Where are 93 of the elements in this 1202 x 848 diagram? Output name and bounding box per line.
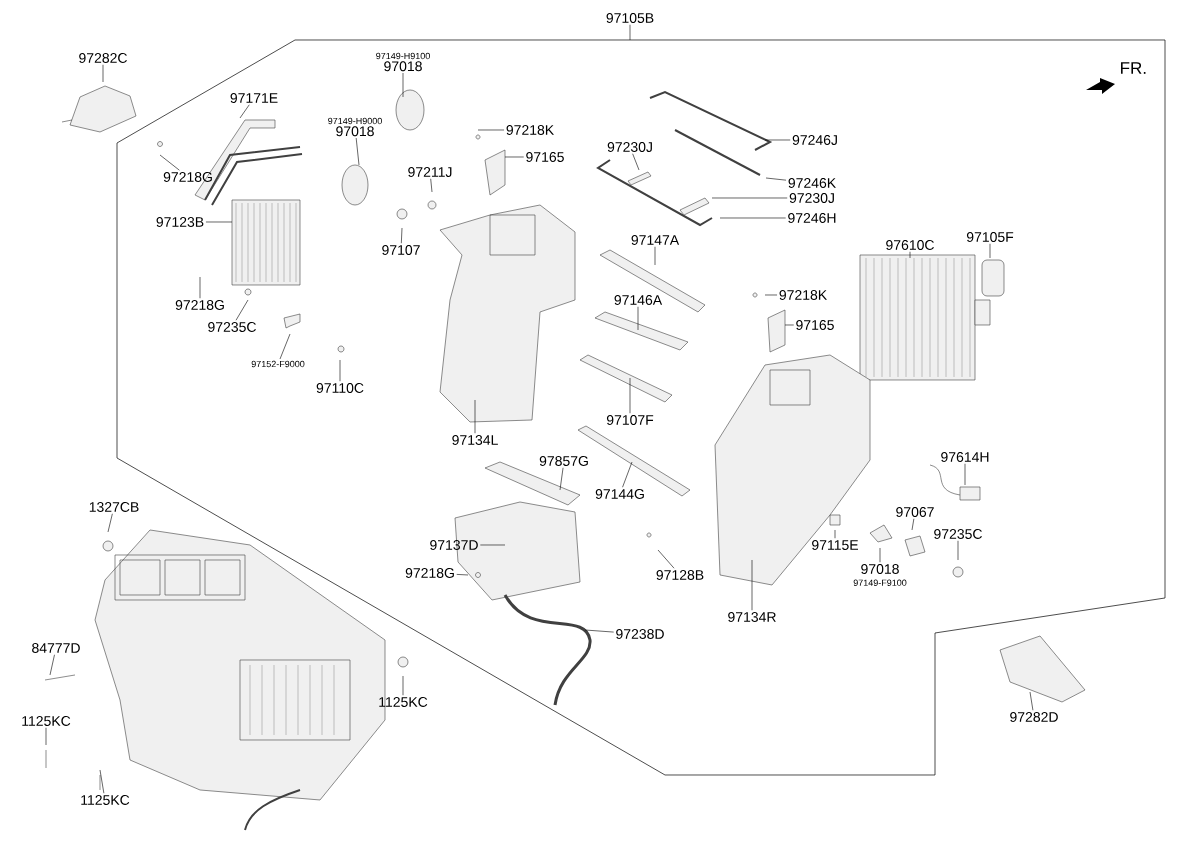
leader-line	[474, 399, 476, 434]
leader-line	[504, 156, 525, 158]
leader-line	[477, 129, 505, 131]
leader-line	[480, 544, 506, 546]
part-number: 97149-H9000 97018	[328, 117, 382, 137]
part-number: 97238D	[616, 629, 664, 639]
leader-line	[456, 574, 469, 576]
leader-line	[584, 629, 614, 633]
part-number: 97018 97149-F9100	[853, 564, 907, 586]
part-number: 1327CB	[89, 502, 139, 512]
part-number: 97246K	[788, 178, 836, 188]
part-number: 97282D	[1010, 712, 1058, 722]
part-number: 97218G	[163, 172, 212, 182]
leader-line	[784, 324, 795, 326]
leader-line	[879, 547, 881, 563]
leader-line	[235, 299, 249, 321]
part-number: 97246H	[788, 213, 836, 223]
part-number: 97137D	[430, 540, 478, 550]
part-number: 97165	[796, 320, 834, 330]
leader-line	[279, 333, 291, 360]
leader-line	[402, 675, 404, 696]
leader-line	[751, 559, 753, 611]
leader-line	[102, 64, 104, 83]
part-number: 97146A	[614, 295, 663, 305]
part-number: 97246J	[792, 135, 837, 145]
leader-line	[989, 243, 991, 259]
part-number: 97123B	[156, 217, 204, 227]
leader-line	[205, 221, 233, 223]
part-number: 97230J	[789, 193, 834, 203]
part-number: 97147A	[631, 235, 680, 245]
part-number: 97218K	[506, 125, 554, 135]
leader-line	[355, 137, 360, 166]
leader-line	[909, 251, 911, 259]
part-number: 97107	[382, 245, 420, 255]
part-number: 97152-F9000	[251, 360, 305, 368]
part-number: 97218G	[405, 568, 454, 578]
leader-line	[632, 153, 640, 171]
leader-line	[629, 377, 631, 414]
leader-line	[657, 549, 675, 569]
part-number: 97235C	[208, 322, 256, 332]
leader-line	[622, 461, 633, 488]
part-number: 97149-H9100 97018	[376, 52, 430, 72]
part-number: 97165	[526, 152, 564, 162]
leader-line	[654, 246, 656, 266]
leader-line	[765, 177, 787, 181]
part-number: 97115E	[812, 540, 858, 550]
part-number: 97235C	[934, 529, 982, 539]
part-number: 97230J	[607, 142, 652, 152]
leader-line	[99, 769, 105, 794]
part-number: 1125KC	[81, 795, 130, 805]
leader-line	[45, 727, 47, 746]
part-number: 97067	[896, 507, 934, 517]
part-number: 97857G	[539, 456, 588, 466]
part-number: 97610C	[886, 240, 934, 250]
leader-line	[957, 540, 959, 561]
leader-line	[629, 24, 631, 41]
part-number: 1125KC	[379, 697, 428, 707]
leader-line	[637, 306, 639, 331]
leader-line	[402, 72, 404, 98]
leader-line	[764, 294, 778, 296]
part-number: 97144G	[595, 489, 644, 499]
leader-line	[1029, 691, 1034, 711]
part-number: 97105B	[606, 13, 654, 23]
part-number: 97134L	[452, 435, 498, 445]
direction-label: FR.	[1121, 62, 1146, 74]
leader-line	[764, 139, 791, 141]
leader-line	[401, 227, 403, 244]
part-number: 97218K	[779, 290, 827, 300]
leader-line	[159, 154, 180, 171]
part-number: 97128B	[656, 570, 704, 580]
leader-line	[964, 463, 966, 486]
leader-line	[834, 529, 836, 539]
leader-line	[711, 197, 788, 199]
leader-line	[719, 217, 786, 219]
part-number: 97107F	[606, 415, 654, 425]
leader-line	[339, 359, 341, 382]
part-number: 97171E	[230, 93, 278, 103]
part-number: 1125KC	[22, 716, 71, 726]
part-number: 97211J	[408, 167, 452, 177]
part-number: 97218G	[175, 300, 224, 310]
part-number: 97614H	[941, 452, 989, 462]
leader-line	[559, 467, 564, 491]
leader-line	[49, 654, 55, 676]
leader-line	[199, 276, 201, 299]
part-number: 97282C	[79, 53, 127, 63]
part-number: 97134R	[728, 612, 776, 622]
part-number: 97110C	[316, 383, 364, 393]
part-number: 84777D	[32, 643, 80, 653]
leader-line	[239, 104, 250, 119]
part-number: 97105F	[966, 232, 1014, 242]
leader-line	[430, 178, 433, 193]
leader-line	[911, 518, 915, 531]
leader-line	[107, 513, 113, 533]
